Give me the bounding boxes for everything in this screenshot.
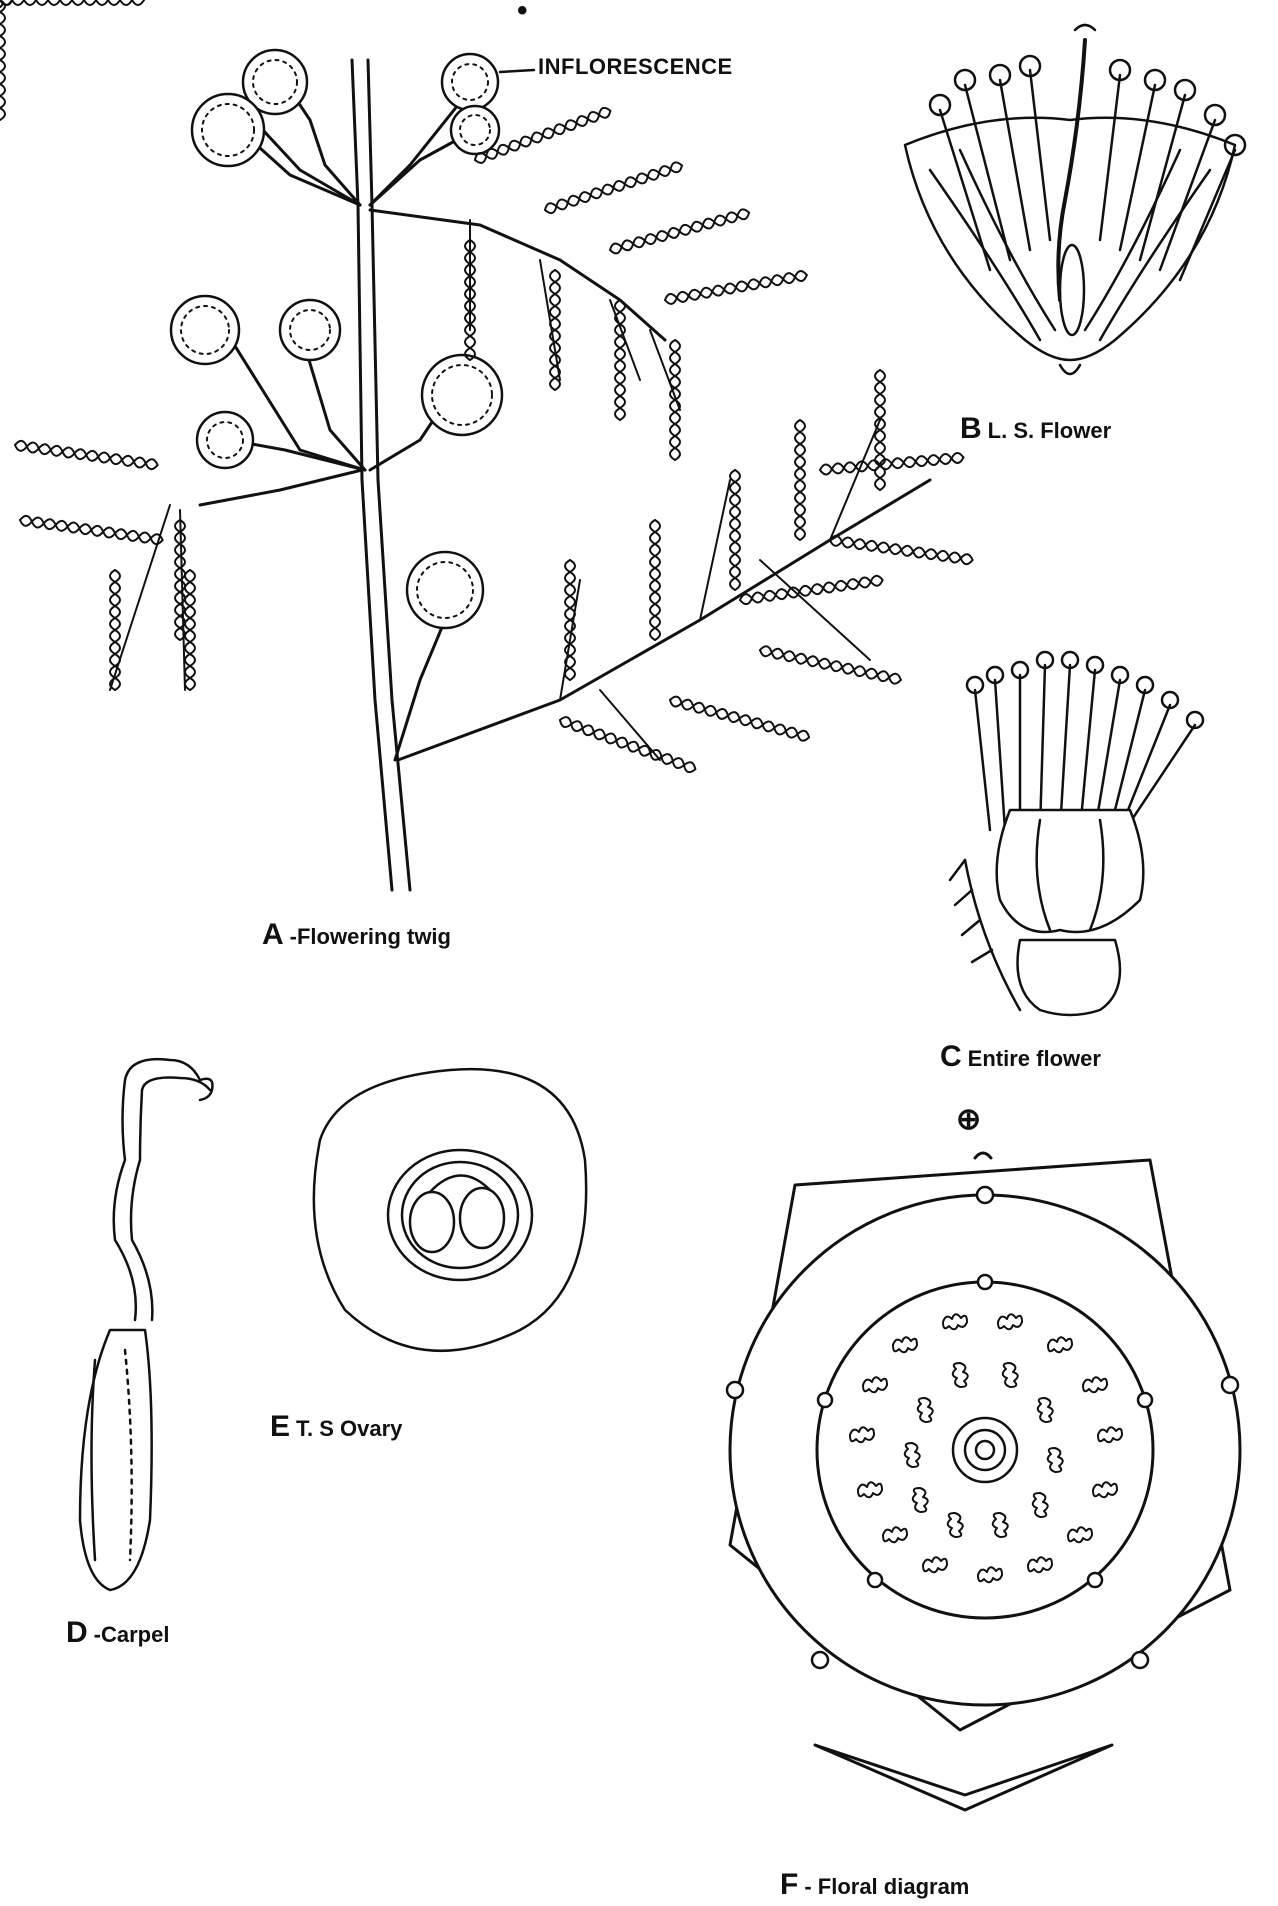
caption-carpel: D-Carpel: [66, 1616, 169, 1650]
flower-head: [451, 106, 499, 154]
style: [114, 1059, 200, 1320]
caption-letter: F: [780, 1868, 798, 1901]
stray-dot: •: [517, 0, 528, 28]
mother-axis: [975, 1153, 991, 1158]
flowering-twig: [0, 0, 973, 890]
caption-letter: C: [940, 1040, 962, 1073]
inflorescence-label: INFLORESCENCE: [538, 54, 733, 80]
caption-letter: E: [270, 1410, 290, 1443]
caption-text: -Flowering twig: [290, 924, 451, 949]
flower-head: [407, 552, 483, 628]
androecium-circle: [817, 1282, 1153, 1618]
actinomorphic-symbol: ⊕: [956, 1102, 981, 1137]
carpel: [80, 1059, 213, 1590]
caption-text: - Floral diagram: [804, 1874, 969, 1899]
calyx: [1018, 940, 1121, 1015]
caption-flowering-twig: A-Flowering twig: [262, 918, 451, 952]
ovary-wall: [314, 1069, 586, 1351]
caption-text: T. S Ovary: [296, 1416, 402, 1441]
bract: [815, 1745, 1112, 1810]
caption-text: L. S. Flower: [988, 418, 1111, 443]
caption-floral-diagram: F- Floral diagram: [780, 1868, 969, 1902]
inflorescence-heads: [171, 50, 502, 628]
caption-letter: D: [66, 1616, 88, 1649]
caption-letter: A: [262, 918, 284, 951]
ls-flower: [905, 25, 1245, 374]
filaments: [967, 652, 1203, 830]
caption-text: -Carpel: [94, 1622, 170, 1647]
caption-text: Entire flower: [968, 1046, 1101, 1071]
ts-ovary: [314, 1069, 586, 1351]
flower-head: [197, 412, 253, 468]
flower-head: [442, 54, 498, 110]
corolla: [997, 810, 1144, 932]
inflorescence-pointer: [500, 70, 534, 72]
entire-flower: [950, 652, 1203, 1015]
flower-head: [422, 355, 502, 435]
caption-letter: B: [960, 412, 982, 445]
